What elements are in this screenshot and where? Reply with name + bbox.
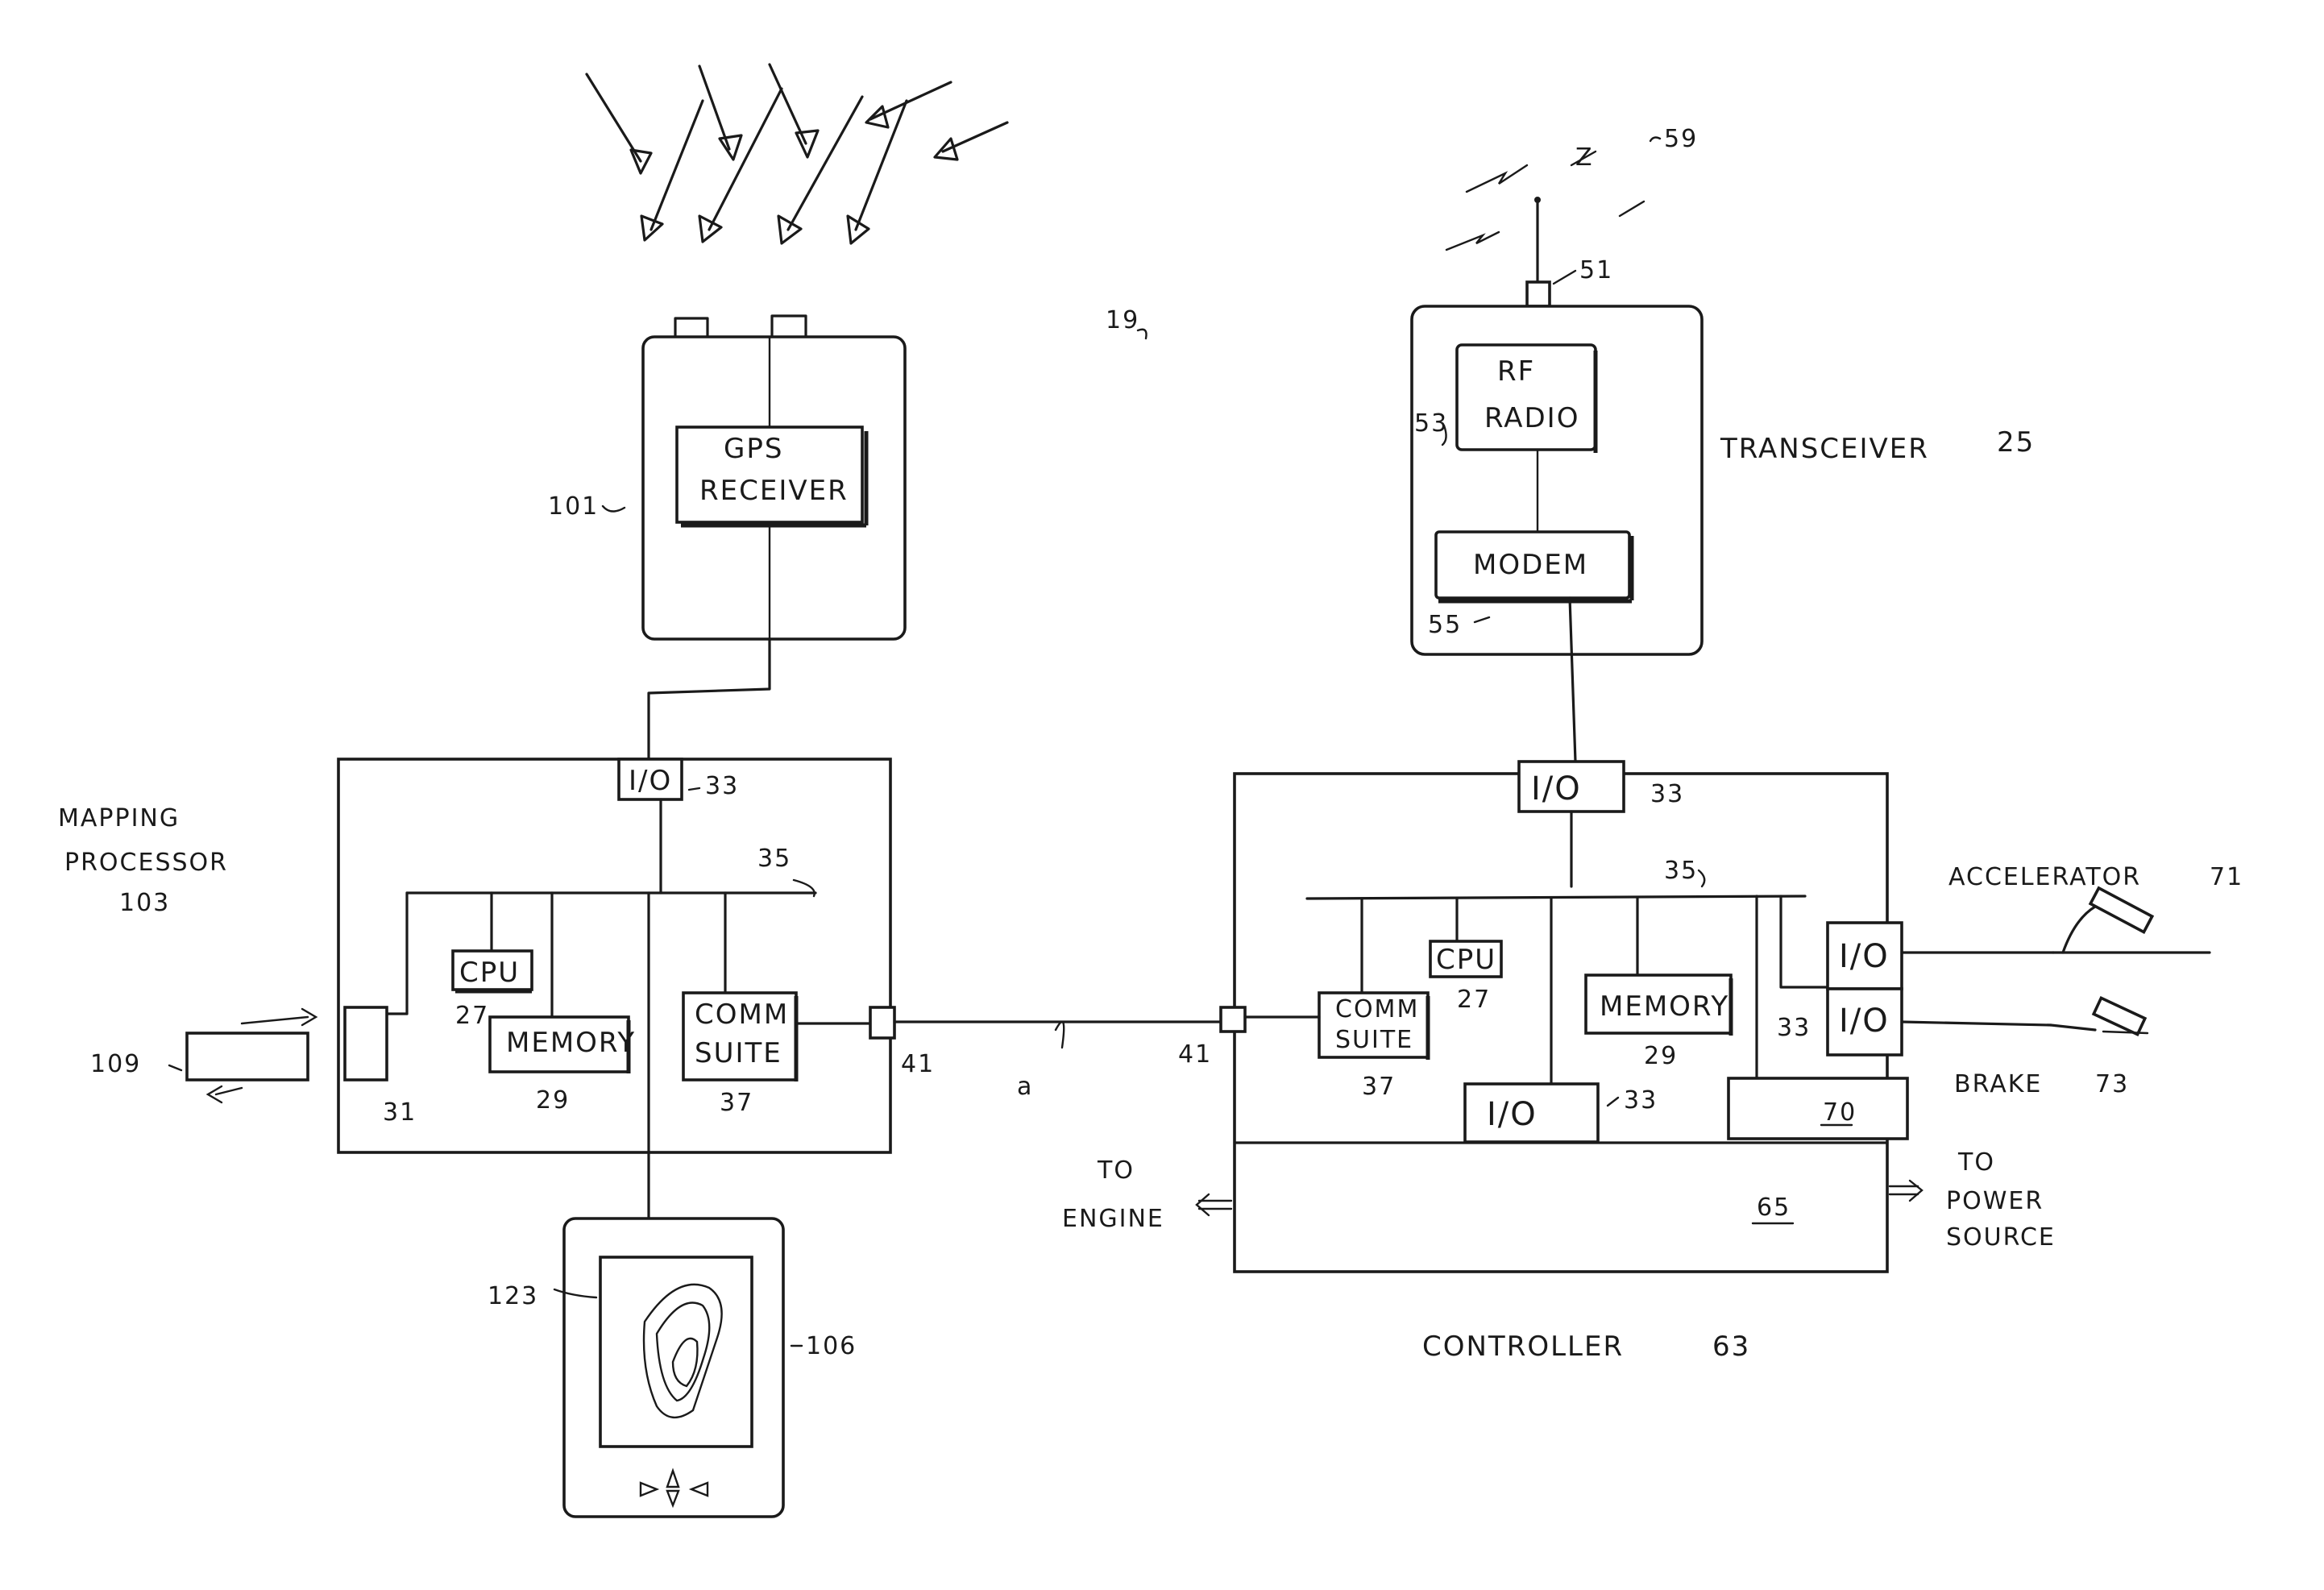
transceiver-title-ref: 25	[1997, 426, 2035, 459]
ctrl-cpu-label: CPU	[1436, 944, 1496, 976]
radio-signal-icon: Z	[1446, 138, 1660, 250]
external-device-box	[187, 1033, 308, 1080]
controller: I/O 33 35 COMM SUITE 37 CPU 27 MEMORY 29…	[1062, 762, 2056, 1363]
ctrl-cpu-ref: 27	[1457, 986, 1491, 1014]
mp-cpu-label: CPU	[459, 957, 520, 989]
mp-port-left-ref: 31	[383, 1098, 417, 1127]
ctrl-memory-label: MEMORY	[1600, 990, 1729, 1023]
gps-unit: GPS RECEIVER 101	[548, 316, 905, 639]
rf-radio-label-line1: RF	[1497, 355, 1535, 388]
mapping-processor-title-line1: MAPPING	[58, 804, 180, 832]
ctrl-io-right1-label: I/O	[1839, 938, 1890, 975]
brake-ref: 73	[2095, 1070, 2129, 1098]
figure-top-ref: 19	[1106, 306, 1139, 334]
mp-cpu-ref: 27	[455, 1002, 489, 1030]
ctrl-io-right2-label: I/O	[1839, 1003, 1890, 1040]
mp-memory-label: MEMORY	[506, 1027, 636, 1059]
satellite-signal-arrows	[587, 64, 1007, 243]
accelerator-ref: 71	[2210, 863, 2243, 891]
mp-comm-suite-label-line1: COMM	[695, 998, 789, 1031]
mp-comm-suite-ref: 37	[720, 1089, 753, 1117]
accelerator-label: ACCELERATOR	[1948, 863, 2141, 891]
gps-unit-ref: 101	[548, 492, 599, 521]
mp-port-right-ref: 41	[901, 1050, 935, 1078]
modem-ref: 55	[1428, 611, 1462, 639]
ctrl-box-70-ref: 70	[1823, 1098, 1857, 1127]
processor-link: a	[894, 1022, 1221, 1101]
antenna-tip	[1534, 197, 1541, 203]
brake-label: BRAKE	[1954, 1070, 2042, 1098]
modem-label: MODEM	[1473, 549, 1588, 581]
external-device-ref: 109	[90, 1050, 141, 1078]
rf-radio-ref: 53	[1414, 409, 1448, 438]
link-ref: a	[1017, 1073, 1033, 1101]
mapping-processor-title-ref: 103	[119, 889, 170, 917]
to-power-label-line2: POWER	[1946, 1187, 2044, 1215]
display-device: 123 106	[488, 1152, 857, 1517]
brake-pedal: BRAKE 73	[1954, 998, 2148, 1098]
antenna-connector	[1527, 282, 1550, 306]
to-engine-label-line2: ENGINE	[1062, 1205, 1164, 1233]
mp-port-left	[345, 1007, 387, 1080]
controller-title-ref: 63	[1712, 1331, 1750, 1363]
to-engine-label-line1: TO	[1097, 1156, 1135, 1185]
to-power-label-line1: TO	[1957, 1148, 1995, 1177]
ctrl-comm-suite-label-line2: SUITE	[1335, 1026, 1413, 1054]
antenna-ref: 51	[1579, 256, 1613, 284]
ctrl-io-right-ref: 33	[1777, 1014, 1811, 1042]
ctrl-io-bottom-ref: 33	[1624, 1086, 1658, 1115]
mapping-processor-housing	[338, 759, 890, 1152]
mapping-processor-title-line2: PROCESSOR	[64, 849, 228, 877]
mp-port-right	[870, 1007, 894, 1038]
transceiver-title: TRANSCEIVER	[1720, 433, 1929, 465]
gps-cable	[649, 639, 770, 759]
mp-memory-ref: 29	[536, 1086, 570, 1115]
controller-title: CONTROLLER	[1422, 1331, 1624, 1363]
transceiver: Z 59 51 RF RADIO 53 MODEM 55 TRANSCEIVER…	[1412, 125, 2035, 654]
signal-ref: 59	[1664, 125, 1698, 153]
ctrl-box-70	[1728, 1078, 1907, 1139]
ctrl-memory-ref: 29	[1644, 1042, 1678, 1070]
mp-io-ref: 33	[705, 772, 739, 800]
ctrl-port	[1221, 1007, 1245, 1032]
ctrl-port-ref: 41	[1178, 1040, 1212, 1069]
display-device-ref: 106	[806, 1332, 857, 1360]
rf-radio-label-line2: RADIO	[1484, 402, 1579, 434]
to-power-label-line3: SOURCE	[1946, 1223, 2056, 1252]
accelerator-pedal: ACCELERATOR 71	[1948, 863, 2243, 953]
ctrl-comm-suite-label-line1: COMM	[1335, 995, 1419, 1023]
mapping-processor: MAPPING PROCESSOR 103 I/O 33 35 CPU 27 M…	[58, 759, 935, 1152]
ctrl-io-bottom-label: I/O	[1487, 1096, 1538, 1133]
ctrl-power-ref: 65	[1757, 1194, 1791, 1222]
mp-io-label: I/O	[629, 765, 672, 797]
ctrl-io-top-label: I/O	[1531, 770, 1582, 807]
mp-bus-ref: 35	[757, 845, 791, 873]
gps-receiver-label-line1: GPS	[724, 433, 783, 465]
signal-glyph: Z	[1575, 143, 1594, 172]
ctrl-io-top-ref: 33	[1650, 780, 1684, 808]
display-screen-ref: 123	[488, 1282, 538, 1310]
ctrl-comm-suite-ref: 37	[1362, 1073, 1396, 1101]
mp-comm-suite-label-line2: SUITE	[695, 1037, 782, 1069]
gps-receiver-label-line2: RECEIVER	[699, 475, 849, 507]
ctrl-bus-ref: 35	[1664, 857, 1698, 885]
